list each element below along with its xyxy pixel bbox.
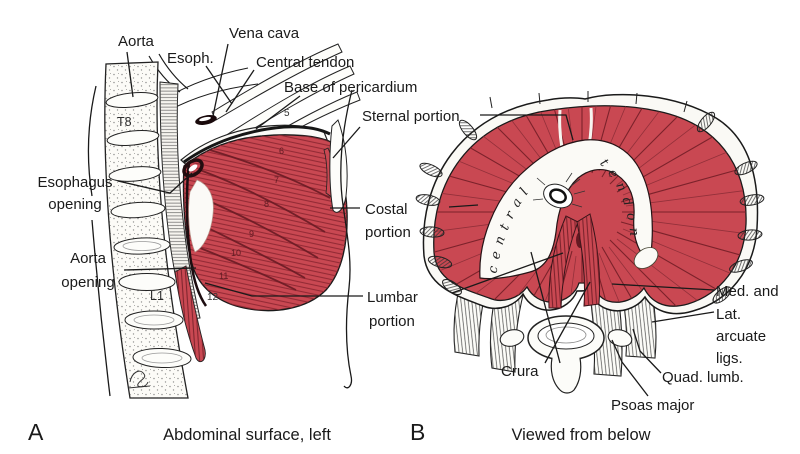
leader-lumbar-right xyxy=(451,252,564,294)
spinous-process xyxy=(550,357,582,394)
label-crura: Crura xyxy=(501,363,539,380)
svg-text:11: 11 xyxy=(219,271,228,281)
panel-letter-b: B xyxy=(410,419,425,445)
label-vena-cava: Vena cava xyxy=(229,25,300,42)
vertebral-column: T8 L1 xyxy=(104,61,192,399)
label-esoph: Esoph. xyxy=(167,50,214,67)
leader-sternal-right xyxy=(480,114,574,141)
svg-text:6: 6 xyxy=(279,146,284,156)
caption-panel-b: Viewed from below xyxy=(511,426,650,444)
svg-text:8: 8 xyxy=(264,199,269,209)
tendon-patch xyxy=(188,179,214,253)
label-quad-lumb: Quad. lumb. xyxy=(662,369,744,386)
svg-text:7: 7 xyxy=(274,175,279,185)
vertebra xyxy=(499,315,633,394)
label-lumbar-portion-2: portion xyxy=(369,313,415,330)
crura-muscles xyxy=(548,213,601,309)
vena-cava-opening-a xyxy=(195,115,217,125)
sternum-bone xyxy=(329,119,348,213)
label-lat: Lat. xyxy=(716,306,741,323)
leader-vena-cava xyxy=(212,43,229,117)
label-lumbar-portion-1: Lumbar xyxy=(367,289,418,306)
leader-psoas-major xyxy=(611,339,649,397)
rib-cross-sections xyxy=(415,111,765,304)
leader-lumbar-left xyxy=(204,282,363,297)
leader-aorta-opening xyxy=(123,267,197,271)
label-aorta-opening-2: opening xyxy=(61,274,114,291)
label-esophagus-opening-2: opening xyxy=(48,196,101,213)
leader-esophagus-opening xyxy=(117,172,193,194)
vena-cava-opening-b xyxy=(532,172,586,209)
panel-letter-a: A xyxy=(28,419,44,445)
svg-text:5: 5 xyxy=(284,108,290,119)
label-arcuate: arcuate xyxy=(716,328,766,345)
leader-crura-1 xyxy=(544,281,591,364)
label-ligs: ligs. xyxy=(716,350,743,367)
aorta-band xyxy=(159,81,201,321)
tendon-slip-right xyxy=(633,247,659,269)
label-central-tendon: Central tendon xyxy=(256,54,354,71)
esophageal-opening-ring xyxy=(182,158,204,178)
leader-med-arcuate xyxy=(611,283,715,291)
svg-text:10: 10 xyxy=(231,248,241,258)
svg-text:9: 9 xyxy=(249,229,254,239)
label-med-and: Med. and xyxy=(716,283,779,300)
svg-text:12: 12 xyxy=(207,292,219,303)
label-aorta-opening-1: Aorta xyxy=(70,250,107,267)
label-base-of-pericardium: Base of pericardium xyxy=(284,79,417,96)
rib-numbers: 5 6 7 8 9 10 11 12 xyxy=(207,108,290,303)
leader-quad-lumb xyxy=(632,328,662,374)
label-aorta: Aorta xyxy=(118,33,155,50)
central-tendon xyxy=(479,139,653,280)
label-esophagus-opening-1: Esophagus xyxy=(37,174,112,191)
leader-base-of-pericardium xyxy=(255,95,301,130)
label-sternal-portion: Sternal portion xyxy=(362,108,460,125)
labels: Aorta Esoph. Vena cava Central tendon Ba… xyxy=(28,25,779,445)
label-psoas-major: Psoas major xyxy=(611,397,694,414)
panel-a-illustration: T8 L1 xyxy=(87,43,361,399)
vertebra-label-l1: L1 xyxy=(150,289,164,303)
leader-aorta xyxy=(126,51,134,98)
diaphragm-dome xyxy=(182,125,348,312)
caption-panel-a: Abdominal surface, left xyxy=(163,426,331,444)
label-costal-portion-1: Costal xyxy=(365,201,408,218)
leader-crura-2 xyxy=(530,251,561,364)
crus-muscle-a xyxy=(174,265,206,363)
body-wall-lines-left xyxy=(87,85,111,397)
leader-central-tendon xyxy=(225,69,255,113)
artist-signature xyxy=(127,370,151,389)
body-wall-line-right xyxy=(340,89,353,389)
rim-cartilage-ticks xyxy=(489,91,688,113)
leader-lines xyxy=(117,43,715,397)
leader-costal-right xyxy=(448,204,479,208)
vertebra-label-t8: T8 xyxy=(117,115,132,129)
leader-sternal-left xyxy=(332,126,361,159)
label-costal-portion-2: portion xyxy=(365,224,411,241)
panel-b-illustration: central tendon xyxy=(415,91,765,394)
leader-lat-arcuate xyxy=(651,311,715,323)
